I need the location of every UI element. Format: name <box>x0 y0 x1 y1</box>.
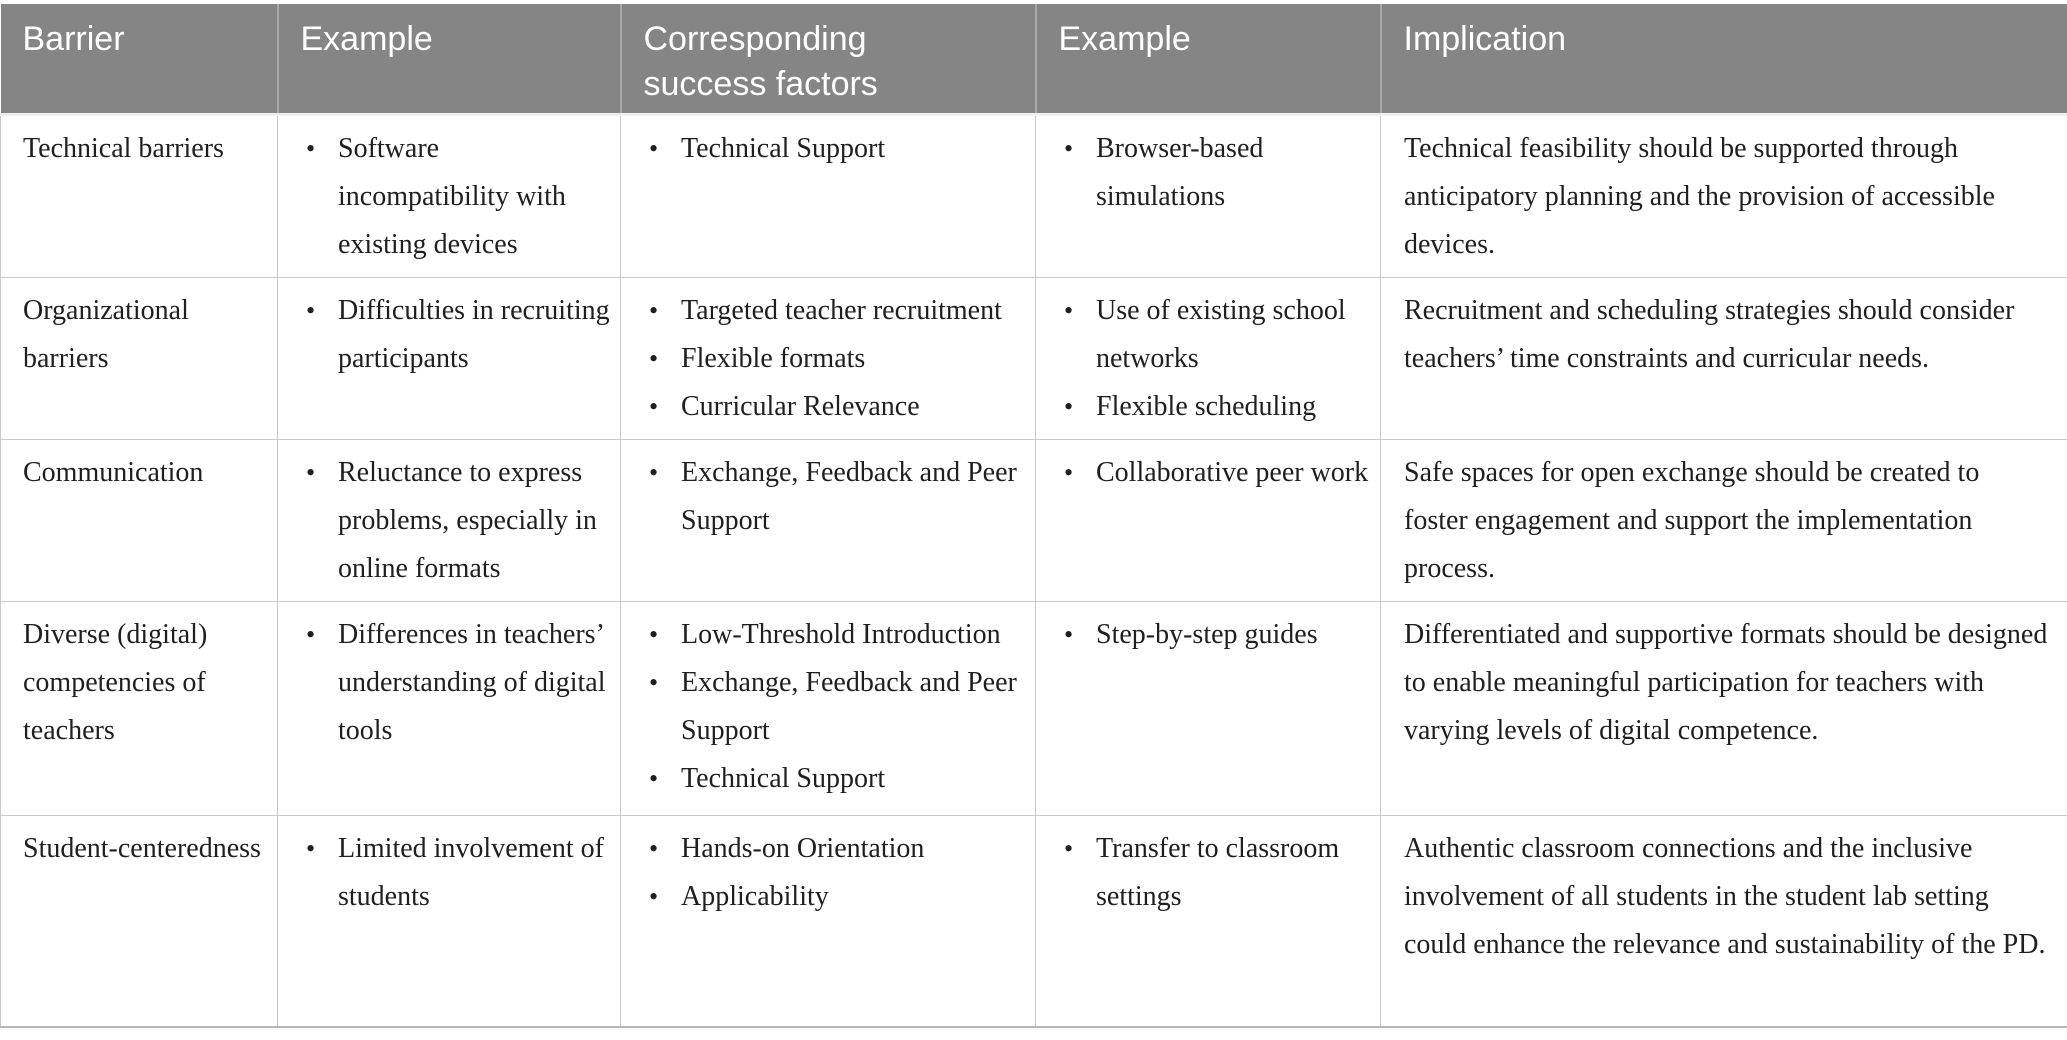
example2-bullet-list: Use of existing school networks Flexible… <box>1036 287 1372 431</box>
barrier-text: Organizational barriers <box>23 294 189 374</box>
header-row: Barrier Example Corresponding success fa… <box>0 4 2067 116</box>
success-factors-bullet-list: Low-Threshold Introduction Exchange, Fee… <box>621 611 1027 803</box>
example-bullet-list: Software incompatibility with existing d… <box>278 125 612 269</box>
bullet-item: Technical Support <box>621 125 1027 173</box>
implication-text: Recruitment and scheduling strategies sh… <box>1404 294 2015 374</box>
table-row-student-centeredness: Student-centeredness Limited involvement… <box>0 814 2067 1028</box>
barrier-cell: Diverse (digital) competencies of teache… <box>0 600 278 816</box>
bullet-item: Browser-based simulations <box>1036 125 1372 221</box>
example-cell: Differences in teachers’ understanding o… <box>277 600 621 816</box>
bullet-item: Curricular Relevance <box>621 383 1027 431</box>
success-factors-cell: Technical Support <box>620 113 1036 278</box>
column-header-example-2: Example <box>1034 4 1381 116</box>
implication-cell: Authentic classroom connections and the … <box>1380 814 2067 1028</box>
bullet-item: Exchange, Feedback and Peer Support <box>621 659 1027 755</box>
example2-cell: Transfer to classroom settings <box>1035 814 1381 1028</box>
example2-cell: Collaborative peer work <box>1035 438 1381 602</box>
bullet-item: Hands-on Orientation <box>621 825 1027 873</box>
barrier-text: Diverse (digital) competencies of teache… <box>23 618 208 746</box>
bullet-item: Applicability <box>621 873 1027 921</box>
column-header-label: Barrier <box>22 20 125 58</box>
bullet-item: Difficulties in recruiting participants <box>278 287 612 383</box>
bullet-item: Flexible scheduling <box>1036 383 1372 431</box>
success-factors-cell: Exchange, Feedback and Peer Support <box>620 438 1036 602</box>
success-factors-cell: Hands-on Orientation Applicability <box>620 814 1036 1028</box>
bullet-item: Targeted teacher recruitment <box>621 287 1027 335</box>
table-row-diverse-competencies: Diverse (digital) competencies of teache… <box>0 600 2067 816</box>
example2-cell: Browser-based simulations <box>1035 113 1381 278</box>
implication-text: Safe spaces for open exchange should be … <box>1404 456 1980 584</box>
success-factors-bullet-list: Hands-on Orientation Applicability <box>621 825 1027 921</box>
example-cell: Software incompatibility with existing d… <box>277 113 621 278</box>
table-row-technical-barriers: Technical barriers Software incompatibil… <box>0 113 2067 278</box>
success-factors-bullet-list: Targeted teacher recruitment Flexible fo… <box>621 287 1027 431</box>
example-bullet-list: Limited involvement of students <box>278 825 612 921</box>
implication-cell: Differentiated and supportive formats sh… <box>1380 600 2067 816</box>
barrier-text: Communication <box>23 456 204 488</box>
implication-cell: Safe spaces for open exchange should be … <box>1380 438 2067 602</box>
barrier-cell: Organizational barriers <box>0 276 278 440</box>
success-factors-bullet-list: Exchange, Feedback and Peer Support <box>621 449 1027 545</box>
column-header-label: Corresponding success factors <box>643 20 878 103</box>
bullet-item: Differences in teachers’ understanding o… <box>278 611 612 755</box>
bullet-item: Reluctance to express problems, especial… <box>278 449 612 593</box>
table-row-organizational-barriers: Organizational barriers Difficulties in … <box>0 276 2067 440</box>
success-factors-cell: Targeted teacher recruitment Flexible fo… <box>620 276 1036 440</box>
bullet-item: Step-by-step guides <box>1036 611 1372 659</box>
example2-cell: Use of existing school networks Flexible… <box>1035 276 1381 440</box>
implication-text: Technical feasibility should be supporte… <box>1404 132 1995 260</box>
implication-text: Authentic classroom connections and the … <box>1404 832 2046 960</box>
example2-cell: Step-by-step guides <box>1035 600 1381 816</box>
example2-bullet-list: Collaborative peer work <box>1036 449 1372 497</box>
column-header-label: Example <box>300 20 433 58</box>
bullet-item: Use of existing school networks <box>1036 287 1372 383</box>
bullet-item: Technical Support <box>621 755 1027 803</box>
barrier-text: Student-centeredness <box>23 832 261 864</box>
implication-cell: Technical feasibility should be supporte… <box>1380 113 2067 278</box>
barriers-success-factors-table: Barrier Example Corresponding success fa… <box>0 4 2067 1028</box>
implication-cell: Recruitment and scheduling strategies sh… <box>1380 276 2067 440</box>
bullet-item: Flexible formats <box>621 335 1027 383</box>
column-header-label: Example <box>1058 20 1191 58</box>
column-header-barrier: Barrier <box>0 4 278 116</box>
barrier-cell: Communication <box>0 438 278 602</box>
bullet-item: Limited involvement of students <box>278 825 612 921</box>
bullet-item: Low-Threshold Introduction <box>621 611 1027 659</box>
table-row-communication: Communication Reluctance to express prob… <box>0 438 2067 602</box>
example-bullet-list: Reluctance to express problems, especial… <box>278 449 612 593</box>
success-factors-bullet-list: Technical Support <box>621 125 1027 173</box>
barrier-cell: Student-centeredness <box>0 814 278 1028</box>
example2-bullet-list: Transfer to classroom settings <box>1036 825 1372 921</box>
column-header-label: Implication <box>1403 20 1567 58</box>
example2-bullet-list: Browser-based simulations <box>1036 125 1372 221</box>
example-cell: Limited involvement of students <box>277 814 621 1028</box>
column-header-example-1: Example <box>276 4 621 116</box>
example-cell: Difficulties in recruiting participants <box>277 276 621 440</box>
bullet-item: Collaborative peer work <box>1036 449 1372 497</box>
barrier-cell: Technical barriers <box>0 113 278 278</box>
bullet-item: Transfer to classroom settings <box>1036 825 1372 921</box>
example-bullet-list: Differences in teachers’ understanding o… <box>278 611 612 755</box>
implication-text: Differentiated and supportive formats sh… <box>1404 618 2048 746</box>
bullet-item: Exchange, Feedback and Peer Support <box>621 449 1027 545</box>
column-header-success-factors: Corresponding success factors <box>619 4 1036 116</box>
column-header-implication: Implication <box>1379 4 2067 116</box>
example-cell: Reluctance to express problems, especial… <box>277 438 621 602</box>
bullet-item: Software incompatibility with existing d… <box>278 125 612 269</box>
success-factors-cell: Low-Threshold Introduction Exchange, Fee… <box>620 600 1036 816</box>
example-bullet-list: Difficulties in recruiting participants <box>278 287 612 383</box>
barrier-text: Technical barriers <box>23 132 224 164</box>
example2-bullet-list: Step-by-step guides <box>1036 611 1372 659</box>
